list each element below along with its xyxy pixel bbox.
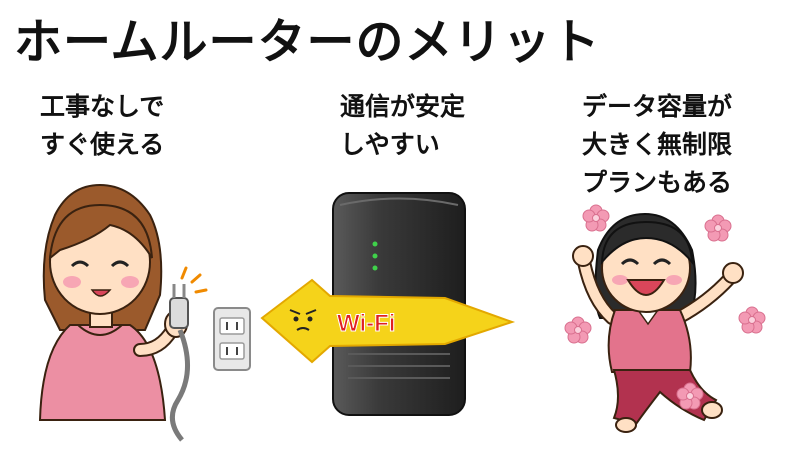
flower-icon — [676, 382, 704, 410]
merit-caption-unlimited-data: データ容量が 大きく無制限 プランもある — [582, 88, 732, 202]
merit-caption-no-construction: 工事なしで すぐ使える — [40, 88, 164, 164]
wifi-label: Wi-Fi — [337, 310, 395, 337]
flower-icon — [704, 214, 732, 242]
flower-icon — [582, 204, 610, 232]
woman-with-plug-illustration — [38, 183, 208, 442]
status-led-icon — [372, 265, 378, 271]
spark-icon — [180, 266, 208, 294]
wifi-signal-arrow: Wi-Fi — [260, 278, 516, 364]
status-led-icon — [372, 253, 378, 259]
caption-line: プランもある — [582, 168, 733, 197]
caption-line: データ容量が — [582, 92, 733, 121]
caption-line: しやすい — [340, 130, 440, 159]
flower-icon — [738, 306, 766, 334]
power-cable — [169, 329, 191, 442]
caption-line: 通信が安定 — [340, 92, 466, 121]
wall-outlet-icon — [213, 307, 251, 371]
caption-line: すぐ使える — [40, 130, 165, 159]
page-title: ホームルーターのメリット — [14, 14, 601, 70]
flower-decorations — [564, 204, 766, 410]
caption-line: 大きく無制限 — [582, 130, 733, 159]
caption-line: 工事なしで — [40, 92, 165, 121]
woman-shirt — [38, 324, 167, 421]
happy-girl-illustration — [572, 212, 744, 433]
status-led-icon — [372, 241, 378, 247]
plug-icon — [169, 297, 189, 329]
merit-caption-stable-connection: 通信が安定 しやすい — [340, 88, 465, 164]
flower-icon — [564, 316, 592, 344]
